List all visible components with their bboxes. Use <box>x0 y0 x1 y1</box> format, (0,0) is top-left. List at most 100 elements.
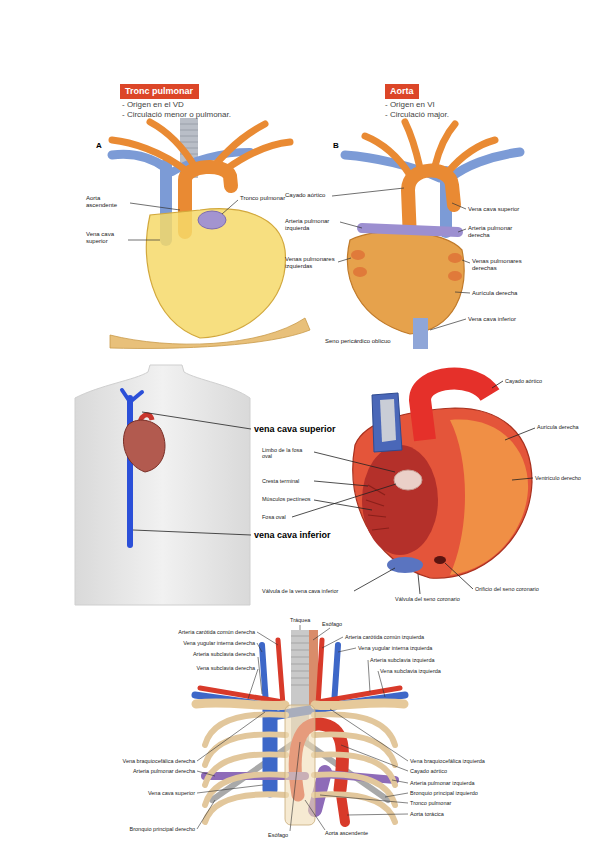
leader-line <box>290 742 300 831</box>
heart-opened-atrium <box>366 485 389 530</box>
thorax-illustration <box>196 703 285 706</box>
thorax-illustration <box>205 754 286 785</box>
heart-illustration-a <box>225 142 290 170</box>
anatomy-label: Arteria pulmonar derecha <box>95 768 195 774</box>
bullet-text: - Origen en el VD <box>122 100 242 109</box>
body-silhouette <box>130 392 142 402</box>
anatomy-label: Aurícula derecha <box>472 290 534 297</box>
thorax-illustration <box>205 774 286 805</box>
thorax-illustration <box>285 705 315 825</box>
heart-opened-atrium <box>372 393 402 452</box>
leader-line <box>368 660 370 692</box>
leader-line <box>128 188 470 330</box>
header-text: Aorta <box>390 86 414 97</box>
leader-line <box>512 478 533 480</box>
thorax-illustration <box>315 703 404 706</box>
heart-opened-atrium <box>387 557 423 573</box>
anatomy-label: Venas pulmonares izquierdas <box>285 256 340 270</box>
thorax-illustration <box>334 645 338 705</box>
heart-opened-atrium <box>434 556 446 564</box>
body-silhouette <box>123 420 165 472</box>
leader-line <box>258 657 262 694</box>
header-box: Aorta <box>385 84 419 99</box>
bullet-text: - Circulació major. <box>385 110 495 119</box>
leader-line <box>430 319 466 330</box>
body-silhouette <box>75 365 250 605</box>
leader-line <box>347 814 408 815</box>
anatomy-label: Orificio del seno coronario <box>475 586 585 592</box>
anatomy-label: Arteria carótida común derecha <box>145 629 255 635</box>
heart-illustration-b <box>345 122 520 349</box>
leader-line <box>392 780 408 783</box>
bold-label: vena cava inferior <box>254 530 364 540</box>
anatomy-label: Vena braquiocefálica derecha <box>95 758 195 764</box>
heart-opened-atrium <box>366 500 384 506</box>
heart-illustration-a <box>180 124 198 125</box>
heart-illustration-b <box>365 122 495 240</box>
leader-line <box>314 481 368 486</box>
heart-opened-atrium <box>362 445 438 555</box>
anatomy-label: Arteria pulmonar derecha <box>468 225 528 239</box>
leader-line <box>452 203 466 209</box>
anatomy-label: Aurícula derecha <box>537 424 595 430</box>
header-text: Tronc pulmonar <box>125 86 194 97</box>
heart-opened-atrium <box>353 379 532 579</box>
leader-line <box>338 648 356 652</box>
panel-letter: A <box>96 141 108 150</box>
thorax-illustration <box>291 685 309 686</box>
anatomy-label: Arteria subclavia izquierda <box>370 657 475 663</box>
leader-line <box>222 200 238 214</box>
leader-line <box>313 628 330 640</box>
anatomy-label: Vena subclavia izquierda <box>380 668 485 674</box>
anatomy-label: Cayado aórtico <box>285 192 345 199</box>
anatomy-label: Arteria pulmonar izquierda <box>285 218 345 232</box>
body-silhouette <box>127 398 133 545</box>
thorax-illustration <box>205 794 286 822</box>
leader-line <box>248 669 258 699</box>
anatomy-label: Vena cava superior <box>86 231 128 245</box>
body-silhouette <box>75 365 250 605</box>
leader-line <box>300 625 301 630</box>
thorax-illustration <box>278 640 283 705</box>
leader-line <box>462 260 470 263</box>
thorax-illustration <box>291 657 309 658</box>
anatomy-label: Aorta ascendente <box>86 195 128 209</box>
thorax-illustration <box>291 643 309 644</box>
heart-illustration-b <box>348 231 465 334</box>
body-silhouette <box>122 390 130 402</box>
anatomy-label: Limbo de la fosa oval <box>262 447 312 460</box>
header-box: Tronc pulmonar <box>120 84 199 99</box>
leader-line <box>354 568 395 591</box>
leader-line <box>332 188 404 196</box>
leader-line <box>320 795 408 803</box>
heart-illustration-b <box>435 124 455 166</box>
anatomy-label: Músculos pectíneos <box>262 496 312 502</box>
leader-line <box>142 412 251 429</box>
heart-opened-atrium <box>372 528 389 530</box>
thorax-illustration <box>318 640 322 705</box>
thorax-illustration <box>291 636 309 685</box>
leader-line <box>257 643 262 652</box>
anatomy-label: Válvula de la vena cava inferior <box>262 588 357 594</box>
thorax-illustration <box>314 774 395 805</box>
leader-line <box>492 381 503 388</box>
anatomy-label: Vena subclavia derecha <box>145 665 255 671</box>
anatomy-label: Ventrículo derecho <box>535 475 595 481</box>
heart-illustration-a <box>110 318 310 348</box>
anatomy-label: Esófago <box>322 621 352 627</box>
anatomy-label: Vena yugular interna izquierda <box>358 645 468 651</box>
anatomy-label: Vena cava inferior <box>468 316 538 323</box>
anatomy-label: Aorta torácica <box>410 811 520 817</box>
leader-line <box>385 793 408 797</box>
leader-line <box>341 745 408 771</box>
leader-line <box>378 671 385 697</box>
heart-illustration-a <box>150 122 195 167</box>
leader-line <box>445 563 473 589</box>
leader-line <box>314 500 372 510</box>
thorax-illustration <box>291 664 309 665</box>
leader-line <box>305 800 325 830</box>
leader-line <box>130 203 180 210</box>
anatomy-label: Seno pericárdico oblicuo <box>325 338 410 345</box>
thorax-illustration <box>291 636 309 637</box>
